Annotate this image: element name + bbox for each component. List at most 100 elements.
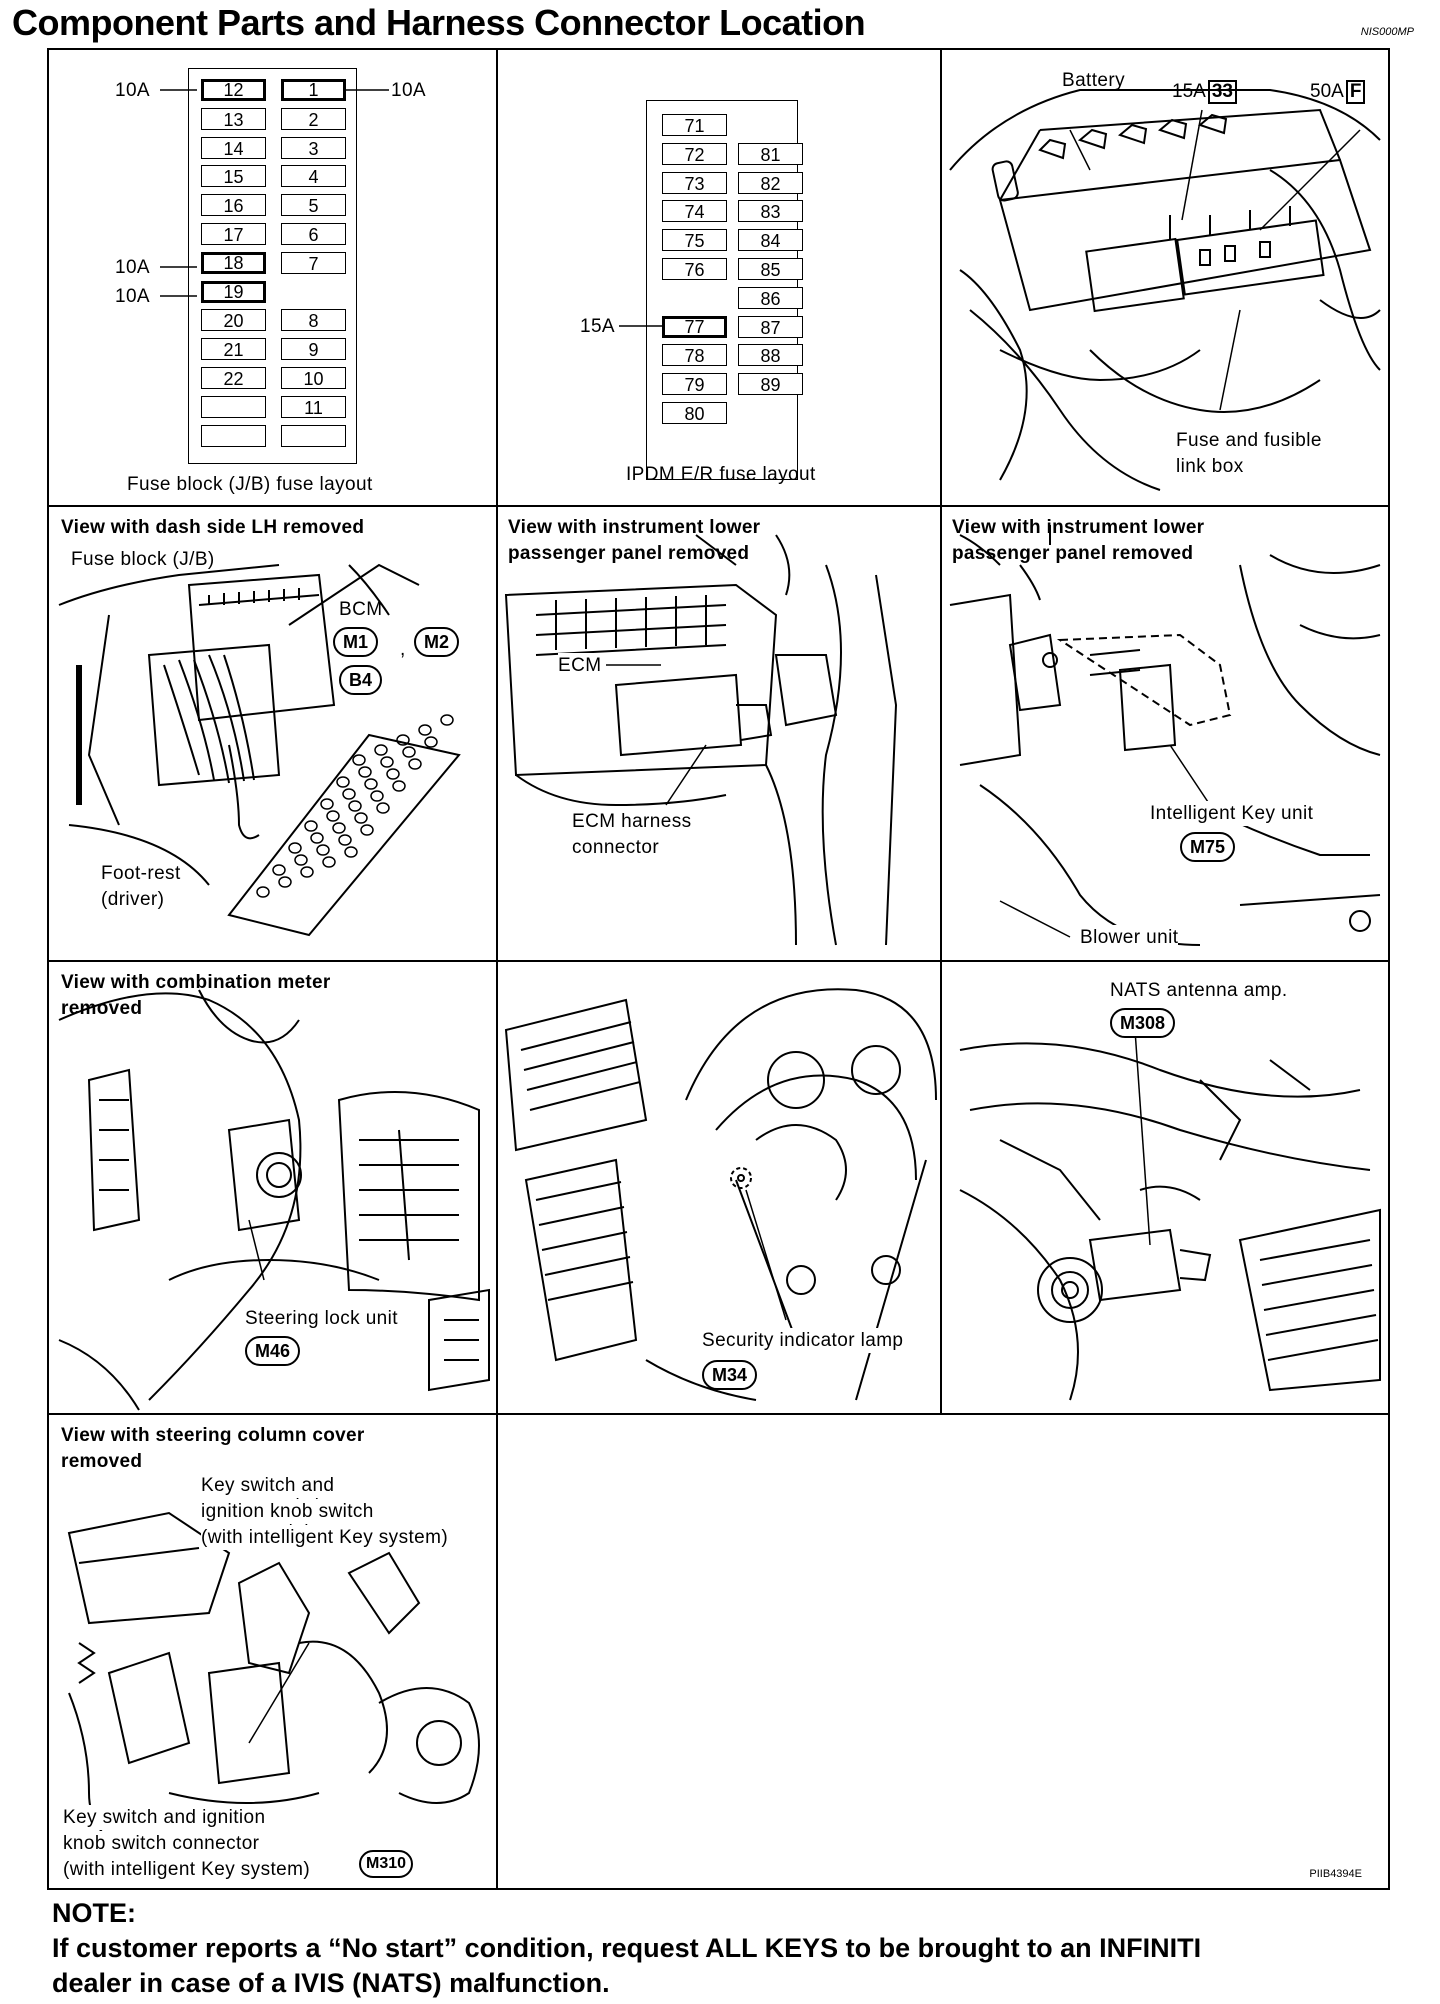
fuse-slot: 11 <box>281 395 346 418</box>
footrest-holes <box>256 714 454 898</box>
footrest-hole <box>278 876 292 888</box>
key-switch-label: Key switch and <box>201 1473 335 1498</box>
footrest-hole <box>396 734 410 746</box>
fuse-slot: 88 <box>738 344 803 367</box>
footrest-hole <box>348 800 362 812</box>
ecm-title: View with instrument lower <box>508 517 761 538</box>
fuse-slot: 86 <box>738 286 803 309</box>
fuse-slot: 71 <box>662 114 727 136</box>
fuse-slot: 14 <box>201 136 266 159</box>
fuse-slot: 21 <box>201 338 266 361</box>
footrest-label: Foot-rest <box>101 861 181 886</box>
fuse-slot: 22 <box>201 367 266 389</box>
steering-column-panel: View with steering column cover removed … <box>49 1413 496 1888</box>
fuse-amp-label: 10A <box>115 80 151 101</box>
battery-illustration <box>949 89 1381 491</box>
security-indicator-lamp-label: Security indicator lamp <box>702 1328 904 1353</box>
fuse-slot: 89 <box>738 373 803 396</box>
fuse-slot: 79 <box>662 373 727 396</box>
fuse-slot: 76 <box>662 258 727 280</box>
ikey-title: View with instrument lower <box>952 517 1205 538</box>
fuse-slot <box>281 424 346 447</box>
footrest-hole <box>360 824 374 836</box>
ecm-panel: View with instrument lower passenger pan… <box>496 505 940 960</box>
fuse-block-outline <box>188 68 357 464</box>
footrest-hole <box>316 844 330 856</box>
grid-line <box>496 50 498 1413</box>
figure-code: PIIB4394E <box>1309 1868 1362 1880</box>
combo-meter-title: View with combination meter <box>61 972 331 993</box>
nats-illustration <box>959 1029 1381 1401</box>
combo-meter-title: removed <box>61 998 143 1019</box>
fuse-slot: 10 <box>281 367 346 389</box>
grid-line <box>496 1413 498 1888</box>
footrest-hole <box>386 768 400 780</box>
security-panel: Security indicator lamp M34 <box>496 960 940 1413</box>
connector-b4: B4 <box>339 665 383 695</box>
grid-line <box>49 1413 1388 1415</box>
footrest-hole <box>336 776 350 788</box>
footrest-hole <box>338 834 352 846</box>
steering-lock-unit-label: Steering lock unit <box>245 1306 398 1331</box>
bcm-label: BCM <box>339 599 383 620</box>
ecm-label: ECM <box>558 653 602 678</box>
combo-meter-panel: View with combination meter removed Stee… <box>49 960 496 1413</box>
footrest-hole <box>358 766 372 778</box>
footrest-hole <box>322 856 336 868</box>
battery-label: Battery <box>1062 70 1125 91</box>
fuse-slot: 81 <box>738 142 803 165</box>
ecm-illustration <box>504 534 898 946</box>
ecm-title: passenger panel removed <box>508 543 750 564</box>
connector-m46: M46 <box>245 1336 301 1366</box>
fuse-slot: 2 <box>281 107 346 130</box>
dash-lh-panel: View with dash side LH removed Fuse bloc… <box>49 505 496 960</box>
fuse-slot: 18 <box>201 251 266 274</box>
steering-column-title: View with steering column cover <box>61 1425 365 1446</box>
ikey-panel: View with instrument lower passenger pan… <box>940 505 1390 960</box>
grid-line <box>940 50 942 1413</box>
fuse-slot <box>201 424 266 447</box>
fuse-slot: 8 <box>281 309 346 332</box>
fuse-slot: 75 <box>662 229 727 252</box>
footrest-hole <box>440 714 454 726</box>
fuse-slot: 12 <box>201 79 266 101</box>
key-switch-label: ignition knob switch <box>201 1499 374 1524</box>
fuse-slot: 72 <box>662 142 727 165</box>
footrest-hole <box>376 802 390 814</box>
fuse-amp-label: 10A <box>391 80 427 101</box>
footrest-label: (driver) <box>101 887 165 912</box>
fusible-link-label: Fuse and fusible <box>1176 428 1322 453</box>
key-switch-connector-label: knob switch connector <box>63 1831 260 1856</box>
connector-m308: M308 <box>1110 1008 1176 1038</box>
dash-lh-illustration <box>58 563 461 937</box>
fuse-slot: 9 <box>281 338 346 361</box>
fusible-link-label: link box <box>1176 454 1244 479</box>
footrest-hole <box>424 736 438 748</box>
fuse-slot: 15 <box>201 165 266 188</box>
connector-m75: M75 <box>1180 832 1236 862</box>
fuse-slot: 17 <box>201 223 266 245</box>
note-block: NOTE: If customer reports a “No start” c… <box>52 1896 1201 2001</box>
footrest-hole <box>380 756 394 768</box>
footrest-hole <box>256 886 270 898</box>
fuse-slot: 83 <box>738 200 803 223</box>
fuse-slot: 78 <box>662 344 727 367</box>
fuse-slot: 7 <box>281 251 346 274</box>
ikey-title: passenger panel removed <box>952 543 1194 564</box>
fuse-block-caption: Fuse block (J/B) fuse layout <box>127 474 373 495</box>
dash-lh-title: View with dash side LH removed <box>61 517 365 538</box>
fuse-block-jb-label: Fuse block (J/B) <box>71 549 215 570</box>
fuse-slot: 85 <box>738 258 803 280</box>
connector-m1: M1 <box>333 627 379 657</box>
footrest-hole <box>304 820 318 832</box>
ecm-harness-label: connector <box>572 835 660 860</box>
footrest-hole <box>344 846 358 858</box>
connector-m34: M34 <box>702 1360 758 1390</box>
footrest-hole <box>392 780 406 792</box>
fuse-slot: 6 <box>281 223 346 245</box>
grid-line <box>49 505 1388 507</box>
fuse-33-box: 33 <box>1207 80 1237 104</box>
